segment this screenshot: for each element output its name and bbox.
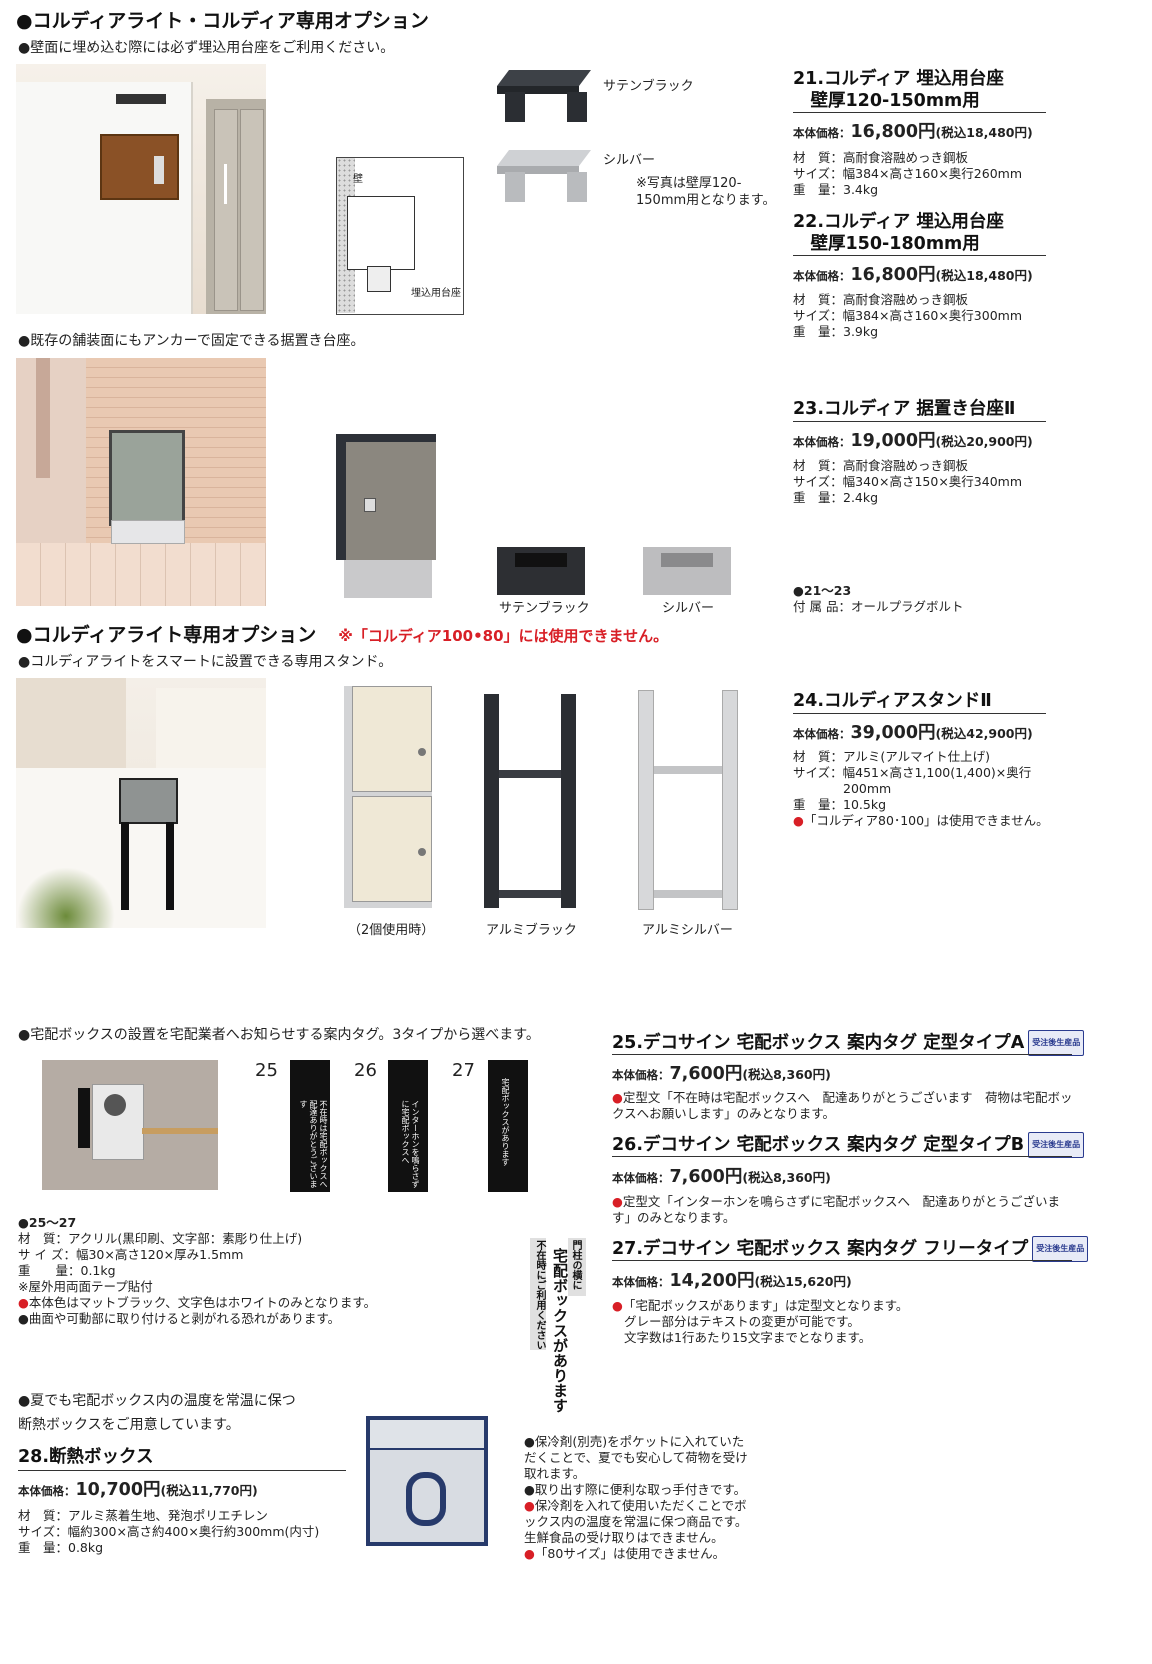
label-embed-base: 埋込用台座 (411, 288, 461, 299)
photo-floor-base-satin-black (497, 547, 585, 595)
divider (18, 1470, 346, 1471)
divider (793, 255, 1046, 256)
product-23-title: 23.コルディア 据置き台座Ⅱ (793, 399, 1016, 419)
caption-alumi-black: アルミブラック (486, 923, 577, 938)
section-title-cordia-light-options: ●コルディアライト専用オプション※「コルディア100•80」には使用できません。 (16, 624, 669, 646)
product-26-price: 本体価格：7,600円(税込8,360円) (612, 1167, 831, 1187)
tag-25: 不在時は宅配ボックスへ 配達ありがとうございます (290, 1060, 330, 1192)
caption-satin-black: サテンブラック (499, 601, 590, 616)
product-28-features: ●保冷剤(別売)をポケットに入れていただくことで、夏でも安心して荷物を受け取れま… (524, 1434, 748, 1561)
photo-stand-alumi-black (484, 694, 576, 908)
photo-box-on-floor-base (336, 434, 436, 600)
caption-silver: シルバー (603, 153, 656, 168)
divider (793, 713, 1046, 714)
product-22-title: 22.コルディア 埋込用台座 壁厚150-180mm用 (793, 212, 1004, 254)
product-24-specs: 材 質：アルミ(アルマイト仕上げ)サイズ：幅451×高さ1,100(1,400)… (793, 749, 1049, 828)
product-21-price: 本体価格：16,800円(税込18,480円) (793, 122, 1033, 142)
divider (612, 1054, 1072, 1055)
tag-number-25: 25 (255, 1060, 278, 1081)
note-stand: ●コルディアライトをスマートに設置できる専用スタンド。 (18, 654, 393, 670)
product-27-price: 本体価格：14,200円(税込15,620円) (612, 1271, 852, 1291)
tag-26: インターホンを鳴らさずに宅配ボックスへ (388, 1060, 428, 1192)
product-25-desc: ●定型文「不在時は宅配ボックスへ 配達ありがとうございます 荷物は宅配ボックスへ… (612, 1090, 1073, 1121)
product-24-title: 24.コルディアスタンドⅡ (793, 691, 992, 711)
note-wall-embed: ●壁面に埋め込む際には必ず埋込用台座をご利用ください。 (18, 40, 395, 56)
photo-floor-base-silver (643, 547, 731, 595)
product-23-price: 本体価格：19,000円(税込20,900円) (793, 431, 1033, 451)
tag-number-26: 26 (354, 1060, 377, 1081)
product-24-price: 本体価格：39,000円(税込42,900円) (793, 723, 1033, 743)
divider (612, 1156, 1072, 1157)
label-wall: 壁 (353, 174, 363, 185)
scene-floor-base (16, 358, 266, 606)
product-28-specs: 材 質：アルミ蒸着生地、発泡ポリエチレンサイズ：幅約300×高さ約400×奥行約… (18, 1508, 320, 1555)
photo-insulated-box (362, 1412, 492, 1548)
product-22-price: 本体価格：16,800円(税込18,480円) (793, 265, 1033, 285)
scene-stand (16, 678, 266, 928)
product-28-price: 本体価格：10,700円(税込11,770円) (18, 1480, 258, 1500)
divider (612, 1260, 1072, 1261)
product-28-title: 28.断熱ボックス (18, 1447, 154, 1467)
product-27-desc: ●「宅配ボックスがあります」は定型文となります。 グレー部分はテキストの変更が可… (612, 1298, 909, 1345)
caption-silver: シルバー (662, 601, 715, 616)
caption-satin-black: サテンブラック (603, 79, 694, 94)
divider (793, 421, 1046, 422)
tag-number-27: 27 (452, 1060, 475, 1081)
caption-two-units: （2個使用時） (348, 923, 435, 938)
diagram-embed-section: 壁 埋込用台座 (336, 157, 464, 315)
product-25-price: 本体価格：7,600円(税込8,360円) (612, 1064, 831, 1084)
divider (793, 112, 1046, 113)
photo-embed-base-satin-black (497, 68, 591, 124)
intro-insulated-box-2: 断熱ボックスをご用意しています。 (18, 1417, 240, 1433)
photo-note: ※写真は壁厚120- 150mm用となります。 (636, 176, 776, 208)
scene-wall-embed (16, 64, 266, 314)
photo-stand-two-units (344, 686, 432, 908)
product-21-title: 21.コルディア 埋込用台座 壁厚120-150mm用 (793, 69, 1004, 111)
photo-tag-installed (42, 1060, 218, 1190)
product-27-title: 27.デコサイン 宅配ボックス 案内タグ フリータイプ受注後生産品 (612, 1236, 1089, 1262)
section-title-cordia-options: ●コルディアライト・コルディア専用オプション (16, 10, 429, 32)
product-26-desc: ●定型文「インターホンを鳴らさずに宅配ボックスへ 配達ありがとうございます」のみ… (612, 1194, 1061, 1225)
tag-27: 宅配ボックスがあります (488, 1060, 528, 1192)
photo-stand-alumi-silver (638, 690, 738, 910)
free-tag-sample: 門柱の横に 不在時にご利用ください 宅配ボックスがあります (524, 1238, 592, 1416)
note-floor-base: ●既存の舗装面にもアンカーで固定できる据置き台座。 (18, 333, 365, 349)
caption-alumi-silver: アルミシルバー (642, 923, 733, 938)
photo-embed-base-silver (497, 148, 591, 204)
tag-specs: ●25～27 材 質：アクリル(黒印刷、文字部：素彫り仕上げ)サ イ ズ：幅30… (18, 1215, 377, 1326)
intro-insulated-box-1: ●夏でも宅配ボックス内の温度を常温に保つ (18, 1393, 296, 1409)
note-delivery-tag: ●宅配ボックスの設置を宅配業者へお知らせする案内タグ。3タイプから選べます。 (18, 1027, 540, 1043)
